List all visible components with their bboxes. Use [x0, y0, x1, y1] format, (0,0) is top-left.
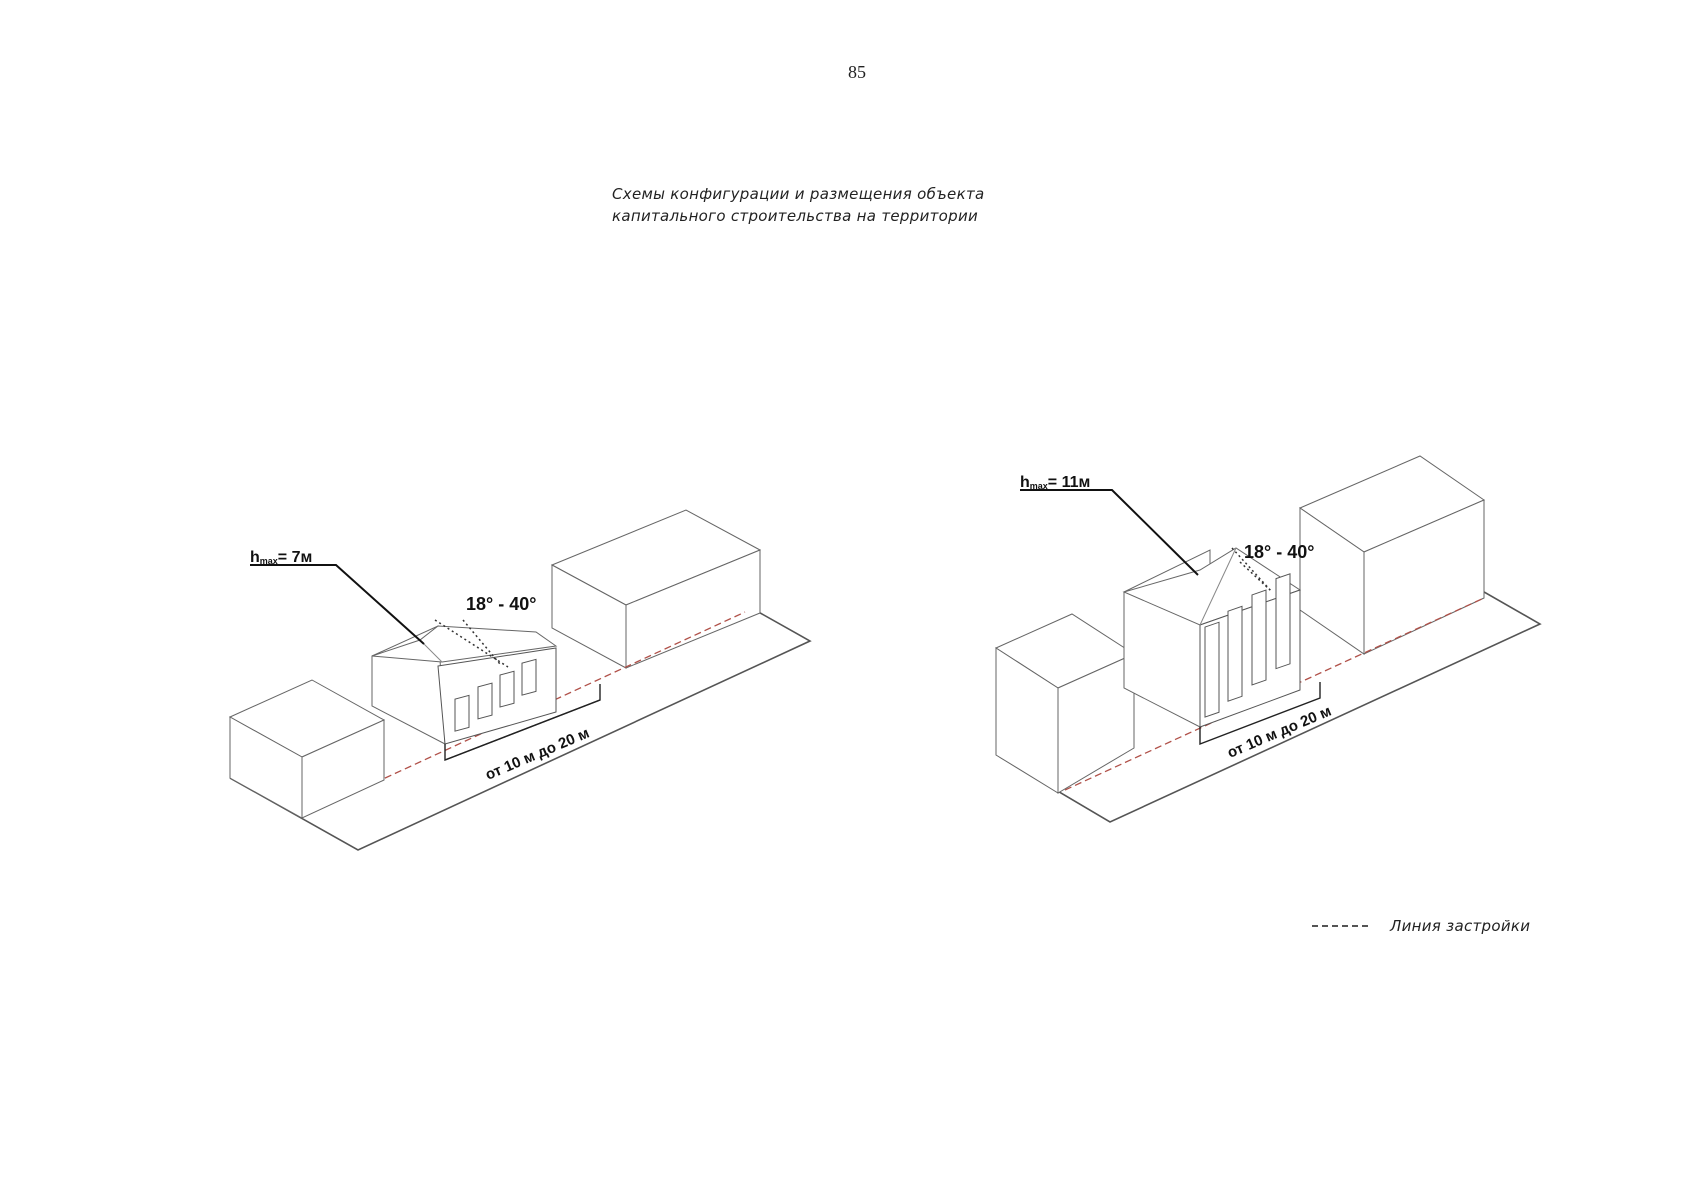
diagram-title: Схемы конфигурации и размещения объекта … — [612, 183, 1052, 227]
legend: Линия застройки — [1312, 916, 1530, 936]
page-number: 85 — [848, 62, 866, 82]
right-roof-angle-label: 18° - 40° — [1244, 542, 1314, 562]
left-neighbor-building-near — [228, 679, 386, 819]
left-height-label: hmax= 7м — [250, 549, 312, 566]
left-neighbor-building-far — [550, 509, 762, 669]
left-height-leader — [250, 564, 425, 645]
right-neighbor-building-near — [994, 613, 1136, 794]
left-scheme: hmax= 7м 18° - 40° от 10 м до 20 м — [228, 509, 812, 851]
right-neighbor-building-far — [1298, 455, 1486, 655]
legend-dashed-line-symbol — [1312, 925, 1368, 927]
left-width-label: от 10 м до 20 м — [483, 725, 592, 784]
right-height-label: hmax= 11м — [1020, 474, 1090, 491]
legend-label: Линия застройки — [1390, 917, 1531, 935]
left-main-house — [371, 625, 558, 745]
right-width-dimension — [1199, 682, 1321, 746]
title-line-2: капитального строительства на территории — [612, 207, 979, 225]
title-line-1: Схемы конфигурации и размещения объекта — [612, 185, 985, 203]
right-height-leader — [1020, 489, 1199, 576]
right-main-house — [1122, 547, 1302, 728]
right-scheme: hmax= 11м 18° - 40° от 10 м до 20 м — [994, 455, 1542, 823]
left-roof-angle-label: 18° - 40° — [466, 594, 536, 614]
